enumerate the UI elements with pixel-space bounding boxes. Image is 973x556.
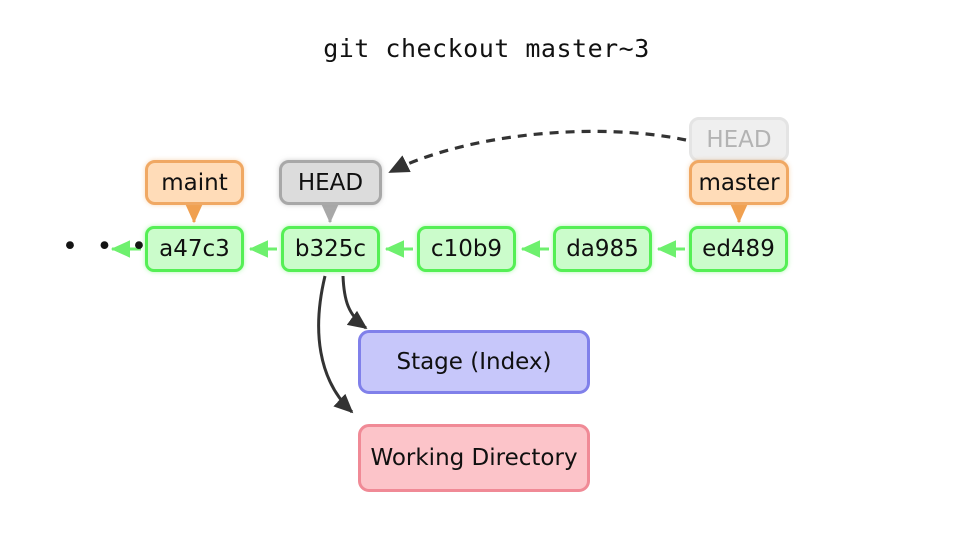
branch-label-maint[interactable]: maint [145, 160, 244, 205]
arrow-b325c-to-working-directory [317, 275, 354, 414]
arrow-b325c-to-stage [341, 275, 368, 330]
commit-node-c10b9[interactable]: c10b9 [417, 226, 516, 272]
branch-label-master[interactable]: master [689, 160, 789, 205]
head-pointer-previous-ghost: HEAD [689, 117, 789, 162]
commit-node-ed489[interactable]: ed489 [689, 226, 788, 272]
head-pointer-current[interactable]: HEAD [279, 160, 382, 205]
arrow-head-move-dashed [388, 129, 687, 174]
history-ellipsis: • • • [62, 231, 152, 262]
working-directory-box[interactable]: Working Directory [358, 424, 590, 492]
page-title: git checkout master~3 [323, 34, 650, 63]
commit-node-a47c3[interactable]: a47c3 [145, 226, 244, 272]
stage-index-box[interactable]: Stage (Index) [358, 330, 590, 394]
ref-pointer-arrows [185, 204, 748, 224]
commit-node-b325c[interactable]: b325c [281, 226, 380, 272]
commit-node-da985[interactable]: da985 [553, 226, 652, 272]
